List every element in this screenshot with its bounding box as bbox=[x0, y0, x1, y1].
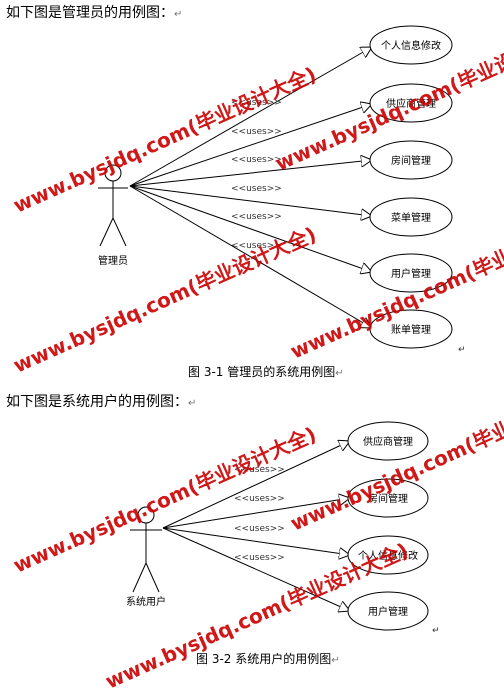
user-actor-figure bbox=[130, 506, 162, 593]
user-uses-connector bbox=[162, 498, 350, 529]
admin-use-case-label: 用户管理 bbox=[391, 267, 431, 280]
admin-uses-label: <<uses>> bbox=[231, 155, 282, 165]
user-use-case-diagram: 系统用户 <<uses>> <<uses>> <<uses>> <<uses>>… bbox=[126, 421, 440, 636]
user-use-case-label: 用户管理 bbox=[368, 605, 408, 618]
user-uses-label: <<uses>> bbox=[234, 465, 285, 475]
user-use-case-ellipse bbox=[347, 421, 429, 461]
admin-use-case-ellipse bbox=[369, 25, 453, 65]
admin-uses-connector bbox=[129, 185, 372, 216]
user-use-case-label: 个人信息修改 bbox=[358, 549, 418, 562]
user-uses-label: <<uses>> bbox=[234, 494, 285, 504]
user-uses-connector bbox=[162, 527, 350, 611]
admin-use-case-label: 房间管理 bbox=[391, 154, 431, 167]
return-mark: ↵ bbox=[174, 9, 183, 20]
admin-use-case-ellipse bbox=[369, 309, 453, 349]
return-mark: ↵ bbox=[432, 626, 440, 636]
admin-use-case-ellipse bbox=[369, 253, 453, 293]
admin-uses-label: <<uses>> bbox=[231, 212, 282, 222]
admin-use-case-label: 菜单管理 bbox=[391, 211, 431, 224]
admin-use-case-label: 个人信息修改 bbox=[381, 39, 441, 52]
user-use-case-ellipse bbox=[347, 591, 429, 631]
user-uses-label: <<uses>> bbox=[234, 553, 285, 563]
admin-uses-connector bbox=[129, 47, 372, 187]
admin-use-case-label: 账单管理 bbox=[391, 323, 431, 336]
admin-use-case-ellipse bbox=[369, 197, 453, 237]
figure-caption-1: 图 3-1 管理员的系统用例图 bbox=[188, 365, 336, 379]
figure-caption-2: 图 3-2 系统用户的用例图 bbox=[196, 652, 332, 666]
admin-uses-label: <<uses>> bbox=[231, 241, 282, 251]
admin-uses-connector bbox=[129, 185, 372, 272]
return-mark: ↵ bbox=[458, 345, 466, 355]
user-uses-label: <<uses>> bbox=[234, 524, 285, 534]
admin-use-case-ellipse bbox=[369, 140, 453, 180]
section1-heading: 如下图是管理员的用例图： bbox=[6, 5, 174, 21]
admin-actor-figure bbox=[98, 164, 128, 247]
admin-use-case-label: 供应商管理 bbox=[386, 97, 436, 110]
admin-uses-connector bbox=[129, 160, 372, 187]
user-use-case-ellipse bbox=[347, 535, 429, 575]
return-mark: ↵ bbox=[335, 368, 344, 379]
section2-heading: 如下图是系统用户的用例图： bbox=[6, 394, 188, 410]
user-uses-connector bbox=[162, 441, 350, 529]
admin-uses-label: <<uses>> bbox=[231, 127, 282, 137]
user-use-case-label: 房间管理 bbox=[368, 492, 408, 505]
return-mark: ↵ bbox=[188, 398, 197, 409]
admin-uses-label: <<uses>> bbox=[231, 98, 282, 108]
user-actor-label: 系统用户 bbox=[126, 595, 166, 608]
admin-use-case-diagram: 管理员 <<uses>> <<uses>> <<uses>> <<uses>> … bbox=[98, 25, 466, 355]
admin-uses-label: <<uses>> bbox=[231, 184, 282, 194]
user-use-case-label: 供应商管理 bbox=[363, 435, 413, 448]
user-uses-connector bbox=[162, 527, 350, 555]
user-use-case-ellipse bbox=[347, 478, 429, 518]
admin-use-case-ellipse bbox=[369, 83, 453, 123]
admin-uses-connector bbox=[129, 104, 372, 187]
return-mark: ↵ bbox=[331, 655, 340, 666]
admin-uses-connector bbox=[129, 185, 372, 328]
admin-actor-label: 管理员 bbox=[98, 254, 128, 267]
